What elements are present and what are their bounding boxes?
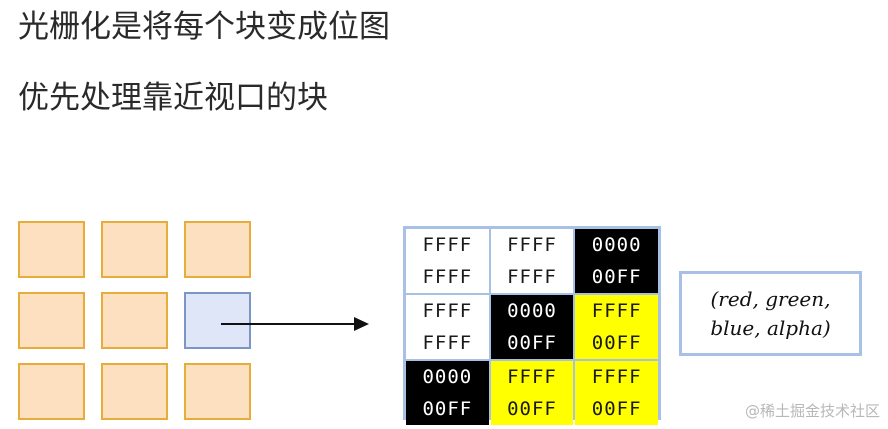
cell-value-bottom: 00FF — [591, 398, 642, 420]
bitmap-cell: FFFF FFFF — [406, 229, 489, 293]
cell-value-top: FFFF — [591, 300, 642, 322]
cell-value-top: FFFF — [422, 300, 473, 322]
tile — [18, 363, 85, 420]
tile — [184, 221, 251, 278]
cell-value-top: 0000 — [422, 366, 473, 388]
cell-value-bottom: 00FF — [591, 266, 642, 288]
heading-priority: 优先处理靠近视口的块 — [18, 80, 328, 116]
rgba-legend: (red, green, blue, alpha) — [679, 271, 862, 356]
legend-line-2: blue, alpha) — [710, 315, 831, 340]
bitmap-cell: FFFF 00FF — [490, 361, 574, 425]
cell-value-bottom: FFFF — [422, 266, 473, 288]
tile — [18, 292, 85, 349]
bitmap-grid: FFFF FFFF FFFF FFFF 0000 00FF FFFF FFFF 0000 00FF… — [403, 226, 661, 425]
bitmap-cell: FFFF FFFF — [406, 295, 489, 359]
tile — [18, 221, 85, 278]
legend-line-1: (red, green, — [710, 286, 831, 311]
tile-active — [184, 292, 251, 349]
tile — [101, 292, 168, 349]
bitmap-cell: FFFF 00FF — [575, 295, 658, 359]
bitmap-cell: 0000 00FF — [406, 361, 489, 425]
cell-value-bottom: 00FF — [507, 332, 557, 354]
bitmap-cell: 0000 00FF — [575, 229, 658, 293]
bitmap-cell: FFFF FFFF — [490, 229, 574, 293]
cell-value-bottom: 00FF — [422, 398, 473, 420]
tile — [184, 363, 251, 420]
bitmap-cell: FFFF 00FF — [575, 361, 658, 425]
cell-value-bottom: 00FF — [591, 332, 642, 354]
heading-rasterize: 光栅化是将每个块变成位图 — [18, 9, 390, 45]
cell-value-top: FFFF — [591, 366, 642, 388]
cell-value-top: FFFF — [507, 234, 557, 256]
cell-value-top: FFFF — [507, 366, 557, 388]
cell-value-bottom: FFFF — [507, 266, 557, 288]
cell-value-top: FFFF — [422, 234, 473, 256]
cell-value-top: 0000 — [507, 300, 557, 322]
cell-value-bottom: FFFF — [422, 332, 473, 354]
tile — [101, 221, 168, 278]
cell-value-bottom: 00FF — [507, 398, 557, 420]
watermark: @稀土掘金技术社区 — [744, 402, 880, 420]
cell-value-top: 0000 — [591, 234, 642, 256]
bitmap-cell: 0000 00FF — [490, 295, 574, 359]
tile — [101, 363, 168, 420]
